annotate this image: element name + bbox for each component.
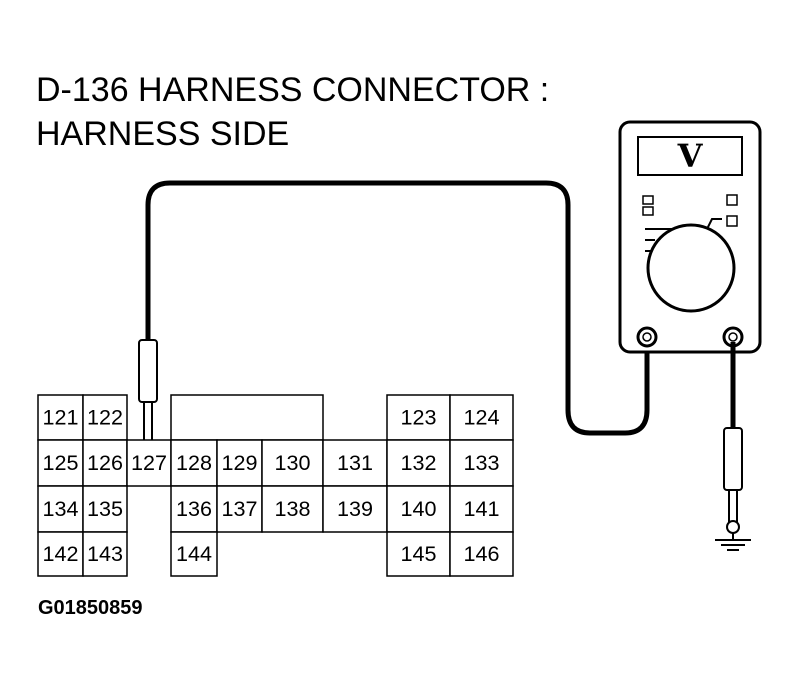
ground-icon (715, 539, 751, 551)
connector-blank-cell (170, 394, 324, 441)
connector-pin-label: 140 (401, 498, 437, 521)
connector-pin-cell (82, 531, 128, 577)
connector-pin-label: 146 (464, 543, 500, 566)
connector-pin-cell (170, 531, 218, 577)
connector-pin-label: 134 (43, 498, 79, 521)
connector-pin-cell (82, 485, 128, 533)
connector-pin-label: 137 (222, 498, 258, 521)
figure-id: G01850859 (38, 597, 143, 619)
connector-pin-label: 123 (401, 407, 437, 430)
diagram-title-line-1: D-136 HARNESS CONNECTOR : (36, 71, 550, 109)
connector-pin-label: 124 (464, 407, 500, 430)
connector-pin-label: 135 (87, 498, 123, 521)
connector-pin-label: 131 (337, 452, 373, 475)
connector-pin-label: 133 (464, 452, 500, 475)
connector-pin-label: 142 (43, 543, 79, 566)
connector-pin-label: 122 (87, 407, 123, 430)
meter-terminal-right-inner (728, 332, 738, 342)
diagram-title-line-2: HARNESS SIDE (36, 115, 290, 153)
connector-pin-label: 126 (87, 452, 123, 475)
connector-pin-label: 143 (87, 543, 123, 566)
connector-pin-label: 144 (176, 543, 212, 566)
connector-pin-label: 129 (222, 452, 258, 475)
connector-pin-label: 121 (43, 407, 79, 430)
connector-pin-cell (386, 485, 451, 533)
meter-display (637, 136, 743, 176)
ground-lead (723, 342, 743, 539)
connector-pin-label: 125 (43, 452, 79, 475)
connector-pin-label: 145 (401, 543, 437, 566)
connector-pin-cell (386, 394, 451, 441)
connector-pin-label: 141 (464, 498, 500, 521)
connector-pin-label: 139 (337, 498, 373, 521)
connector-probe (138, 339, 158, 446)
connector-pin-cell (449, 485, 514, 533)
voltmeter: V (618, 120, 762, 354)
connector-pin-cell (37, 531, 84, 577)
connector-pin-label: 127 (131, 452, 167, 475)
connector-pin-cell (216, 485, 263, 533)
test-lead-wire (145, 180, 650, 436)
connector-pin-label: 132 (401, 452, 437, 475)
meter-mode-indicator (642, 206, 654, 216)
meter-mode-indicator (726, 215, 738, 227)
connector-pin-label: 138 (275, 498, 311, 521)
meter-mode-indicator (642, 195, 654, 205)
connector-pin-cell (170, 485, 218, 533)
connector-pin-cell (261, 485, 324, 533)
connector-pin-label: 130 (275, 452, 311, 475)
selector-dial (646, 223, 736, 313)
connector-pin-cell (386, 439, 451, 487)
meter-display-unit: V (677, 137, 704, 175)
connector-pin-cell (82, 439, 128, 487)
meter-terminal-left-inner (642, 332, 652, 342)
harness-connector: 121 122 123 124 125 126 127 128 129 130 131 132 133 1… (37, 394, 514, 577)
meter-mode-indicator (726, 194, 738, 206)
connector-pin-cell (37, 439, 84, 487)
connector-pin-cell (386, 531, 451, 577)
connector-pin-label: 128 (176, 452, 212, 475)
connector-pin-cell (449, 531, 514, 577)
dial-marking (706, 218, 722, 230)
connector-pin-cell (126, 439, 172, 487)
connector-pin-label: 136 (176, 498, 212, 521)
connector-pin-cell (449, 439, 514, 487)
